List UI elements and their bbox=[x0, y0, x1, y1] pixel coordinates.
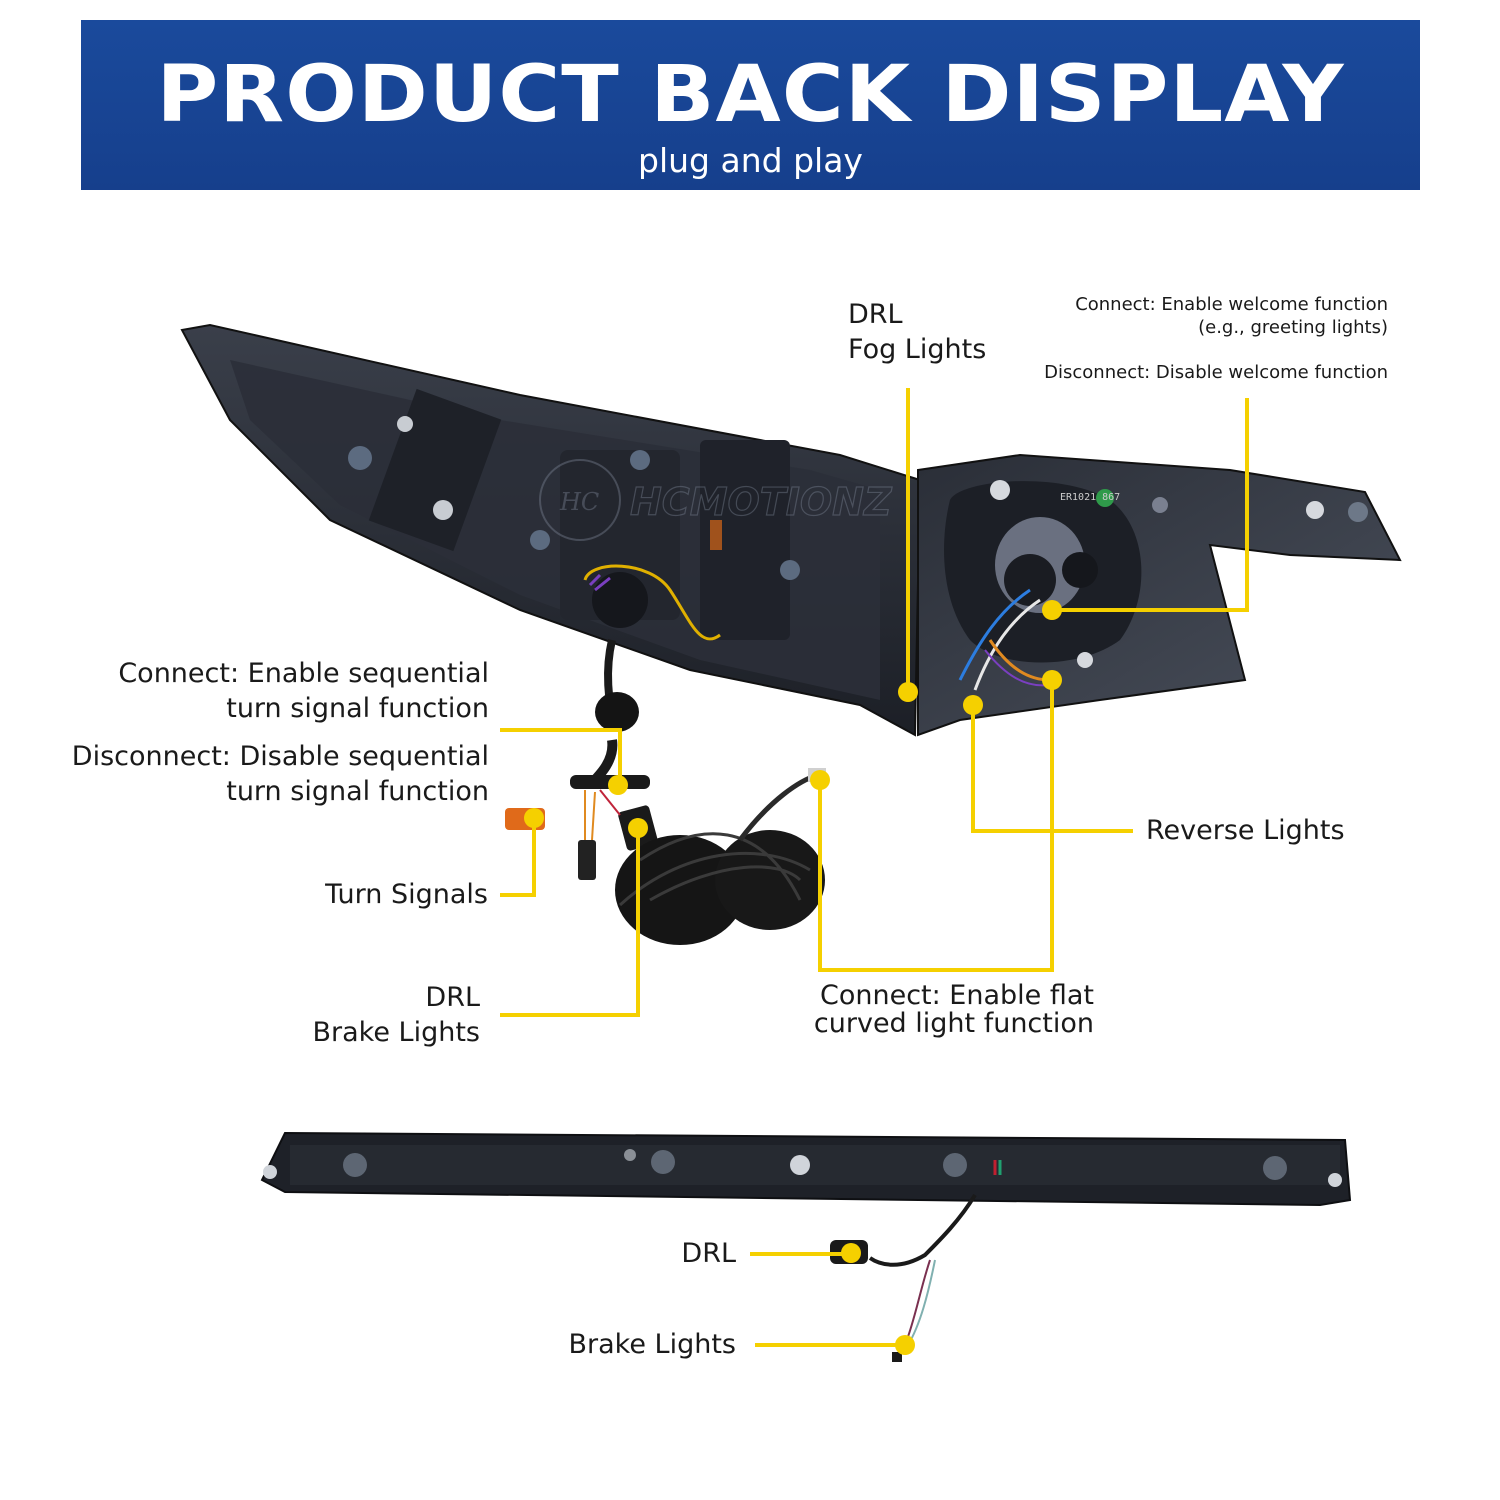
callout-dot-reverse bbox=[963, 695, 983, 715]
page-subtitle: plug and play bbox=[638, 141, 863, 180]
callout-dot-bar-brake bbox=[895, 1335, 915, 1355]
callout-dot-drl-brake bbox=[628, 818, 648, 838]
callout-line-reverse bbox=[971, 705, 1133, 833]
callout-dot-turn-signals bbox=[524, 808, 544, 828]
label-sequential-disconnect: Disconnect: Disable sequential turn sign… bbox=[71, 741, 489, 807]
third-brake-light-bar bbox=[260, 1131, 1352, 1362]
part-code: ER1021 867 bbox=[1060, 492, 1120, 503]
label-drl-brake: DRL Brake Lights bbox=[312, 982, 480, 1048]
label-sequential-connect: Connect: Enable sequential turn signal f… bbox=[118, 658, 489, 724]
label-bar-brake-lights: Brake Lights bbox=[568, 1329, 736, 1360]
watermark-monogram: HC bbox=[559, 488, 599, 516]
label-bar-drl: DRL bbox=[681, 1238, 736, 1269]
label-drl-fog: DRL Fog Lights bbox=[848, 299, 987, 365]
label-flat-curved: Connect: Enable flat curved light functi… bbox=[813, 980, 1094, 1039]
wiring-harness bbox=[505, 639, 826, 945]
callout-line-drl-brake bbox=[500, 830, 640, 1017]
callout-dot-flat-curved-left bbox=[810, 770, 830, 790]
callout-line-turn-signals bbox=[500, 820, 536, 897]
callout-line-flat-curved bbox=[818, 680, 1054, 972]
page-title: PRODUCT BACK DISPLAY bbox=[156, 50, 1345, 140]
callout-dot-drl-fog bbox=[898, 682, 918, 702]
label-welcome-disconnect: Disconnect: Disable welcome function bbox=[1044, 362, 1388, 383]
callout-dot-flat-curved-right bbox=[1042, 670, 1062, 690]
label-welcome-connect: Connect: Enable welcome function (e.g., … bbox=[1075, 294, 1388, 338]
watermark: HC HCMOTIONZ bbox=[539, 459, 894, 541]
callout-line-sequential bbox=[500, 728, 622, 783]
callout-dot-bar-drl bbox=[841, 1243, 861, 1263]
callout-dot-welcome bbox=[1042, 600, 1062, 620]
label-reverse-lights: Reverse Lights bbox=[1146, 815, 1345, 846]
watermark-brand: HCMOTIONZ bbox=[630, 480, 893, 524]
label-turn-signals: Turn Signals bbox=[325, 879, 488, 910]
right-tail-light: ER1021 867 bbox=[917, 453, 1402, 737]
header-banner: PRODUCT BACK DISPLAY plug and play bbox=[81, 20, 1420, 190]
callout-dot-sequential bbox=[608, 775, 628, 795]
callout-line-welcome bbox=[1055, 398, 1249, 612]
